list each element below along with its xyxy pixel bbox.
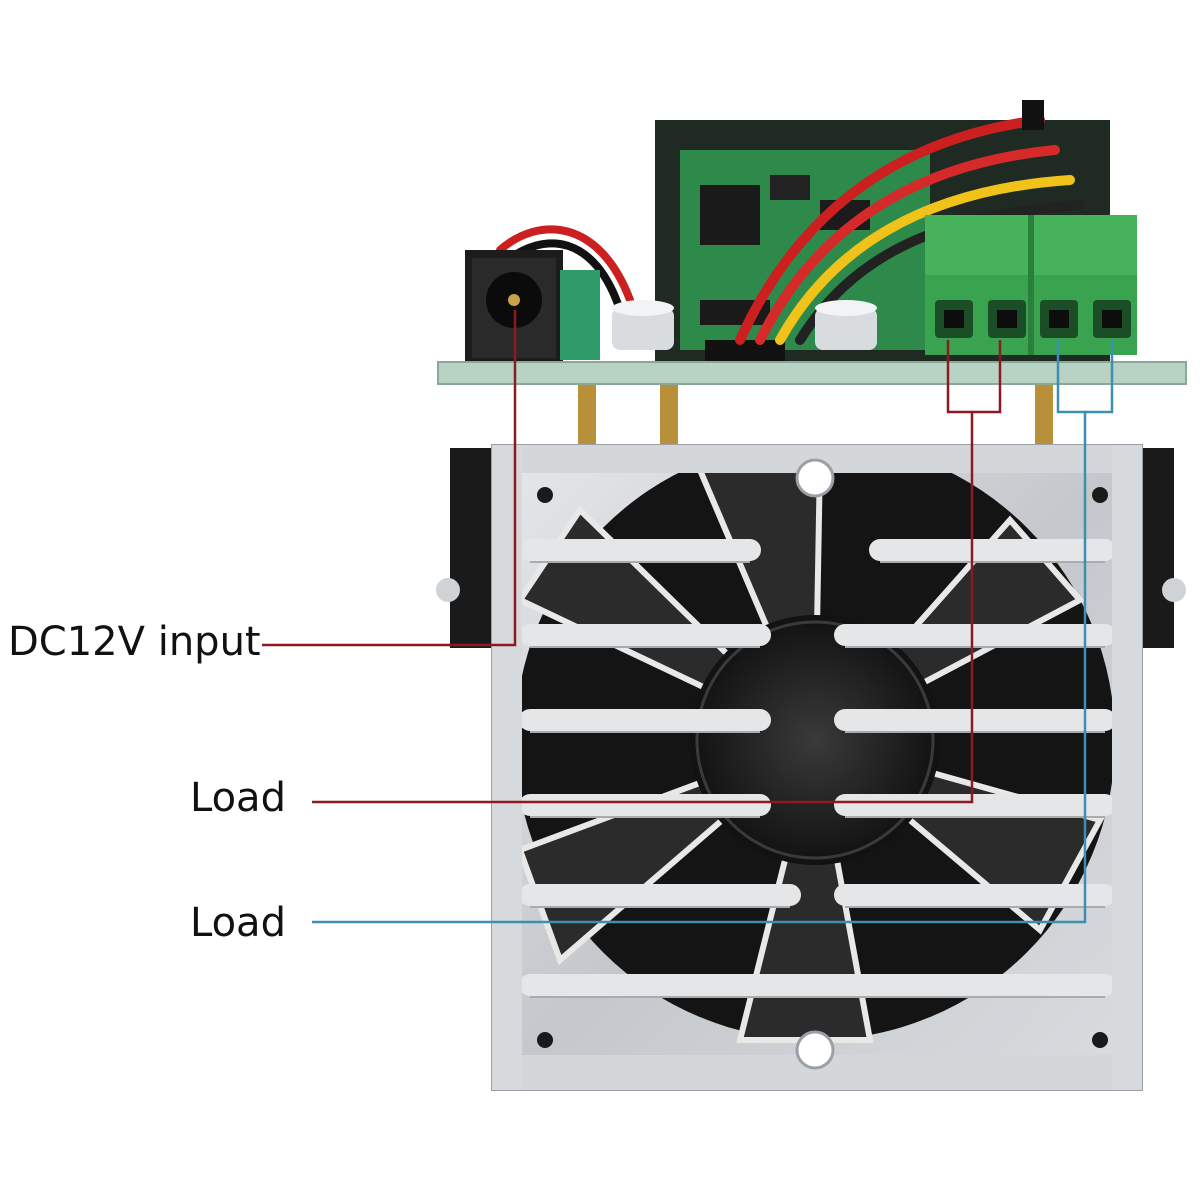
leader-line-load-blue (312, 340, 1114, 924)
dc-jack-icon (465, 250, 600, 365)
terminal-block-icon (925, 215, 1137, 355)
heatsink-icon (491, 444, 1143, 1091)
fan-icon (515, 445, 1115, 1043)
leader-line-dc-input (262, 310, 517, 647)
label-load-blue: Load (190, 900, 286, 946)
main-pcb (437, 361, 1187, 385)
leader-line-load-red (312, 340, 1002, 804)
label-load-red: Load (190, 775, 286, 821)
label-dc12v-input: DC12V input (8, 619, 261, 665)
